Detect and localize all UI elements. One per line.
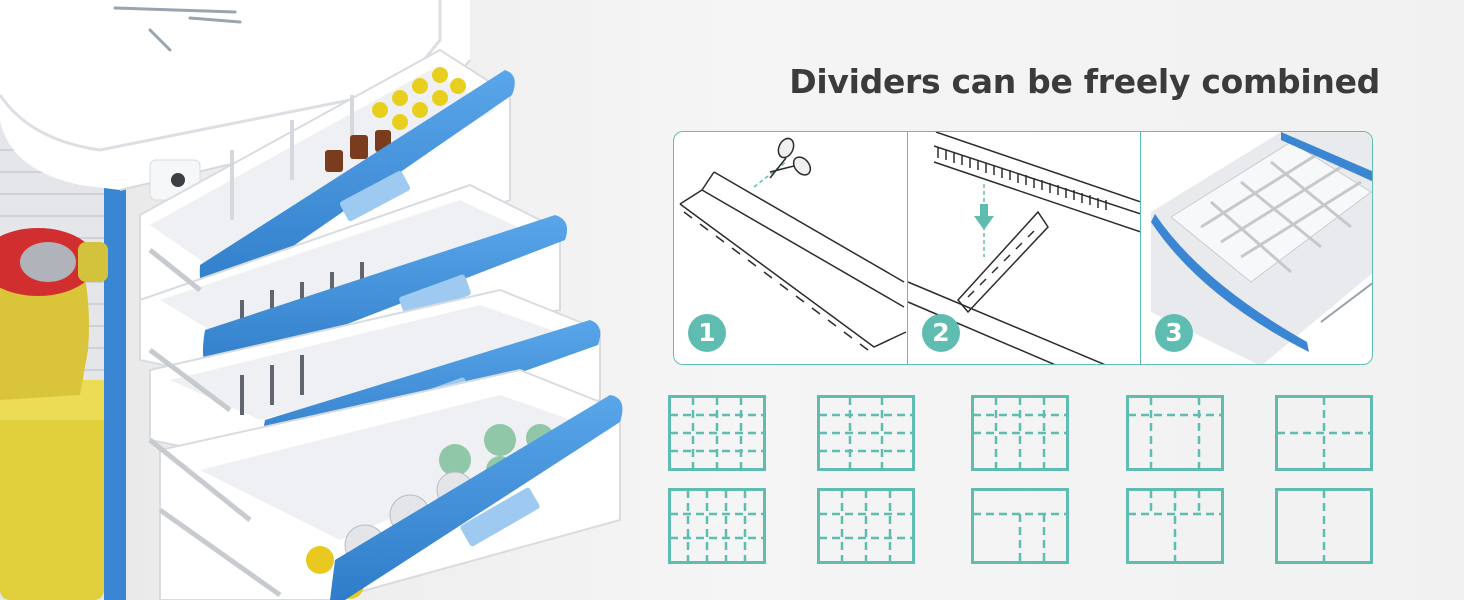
- sharps-container: [0, 228, 108, 600]
- divider-layout-4: [1126, 395, 1224, 471]
- steps-panel: 1 2: [673, 131, 1373, 365]
- headline: Dividers can be freely combined: [789, 62, 1380, 101]
- drawers: [139, 48, 623, 600]
- divider-layout-9: [1126, 488, 1224, 564]
- divider-insert-illustration: [908, 132, 1141, 364]
- divider-layout-1: [668, 395, 766, 471]
- step-number-badge: 1: [688, 314, 726, 352]
- step-2-panel: 2: [907, 132, 1141, 364]
- divider-layout-2: [817, 395, 915, 471]
- step-1-panel: 1: [674, 132, 907, 364]
- step-number-badge: 3: [1155, 314, 1193, 352]
- divider-layout-8: [971, 488, 1069, 564]
- divider-cut-illustration: [679, 137, 907, 351]
- down-arrow-icon: [974, 204, 994, 230]
- step-3-panel: 3: [1140, 132, 1372, 364]
- divider-layout-5: [1275, 395, 1373, 471]
- divider-layout-10: [1275, 488, 1373, 564]
- drawer-grid-icon: [1151, 132, 1372, 364]
- divider-layouts-grid: [660, 392, 1380, 572]
- step-number-badge: 2: [922, 314, 960, 352]
- scissors-icon: [769, 137, 812, 179]
- divider-layout-3: [971, 395, 1069, 471]
- divider-layout-7: [817, 488, 915, 564]
- divider-layout-6: [668, 488, 766, 564]
